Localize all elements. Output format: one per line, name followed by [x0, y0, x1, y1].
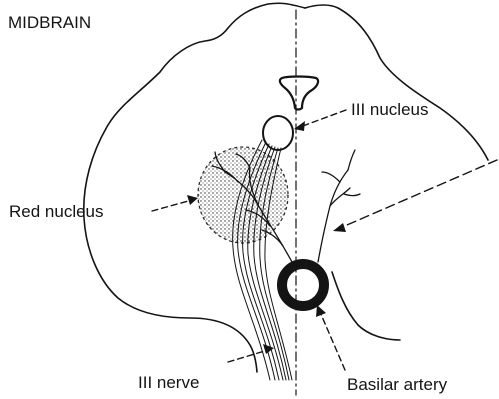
leader-iii-nucleus: [294, 110, 346, 131]
label-basilar-artery: Basilar artery: [347, 376, 447, 393]
aqueduct: [280, 77, 318, 110]
basilar-artery: [282, 264, 324, 306]
leader-red-nucleus: [152, 195, 198, 211]
leader-basilar-artery: [316, 305, 345, 370]
leader-arteries: [333, 160, 497, 232]
diagram-title: MIDBRAIN: [8, 14, 91, 31]
iii-nucleus: [263, 116, 293, 150]
arterial-branches-right: [318, 150, 360, 262]
midbrain-outline-right: [305, 5, 488, 160]
midbrain-outline-lower-right: [332, 272, 400, 340]
label-red-nucleus: Red nucleus: [9, 203, 104, 220]
label-iii-nerve: III nerve: [138, 374, 199, 391]
label-iii-nucleus: III nucleus: [351, 101, 429, 118]
